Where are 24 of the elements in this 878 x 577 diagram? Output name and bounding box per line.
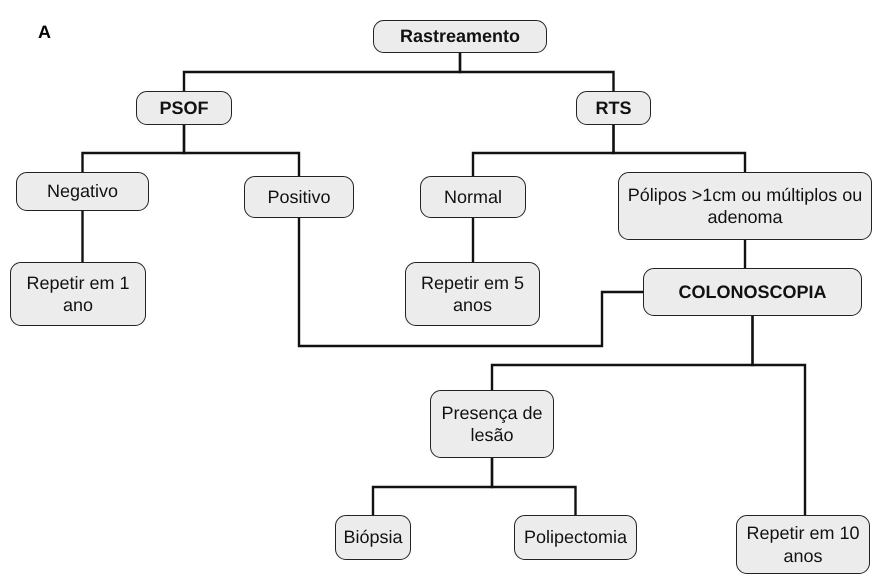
connector-line — [81, 211, 84, 262]
connector-line — [744, 240, 746, 268]
flow-box: Repetir em 10 anos — [736, 515, 870, 574]
flow-box: Repetir em 1 ano — [10, 262, 146, 326]
connector-line — [472, 218, 474, 262]
connector-line — [458, 53, 615, 91]
connector-line — [612, 125, 746, 172]
flow-box: PSOF — [136, 91, 232, 125]
flow-box: Negativo — [16, 172, 149, 211]
flow-box: Rastreamento — [373, 20, 547, 53]
flow-box: Biópsia — [335, 515, 411, 560]
connector-line — [751, 316, 806, 515]
flow-box: RTS — [576, 91, 651, 125]
connector-line — [490, 458, 577, 515]
flow-box: Pólipos >1cm ou múltiplos ou adenoma — [618, 172, 872, 240]
flow-box: COLONOSCOPIA — [643, 268, 862, 316]
flow-box: Polipectomia — [514, 515, 637, 560]
flow-box: Positivo — [244, 176, 354, 218]
connector-line — [298, 218, 643, 348]
panel-letter: A — [38, 22, 51, 43]
flow-box: Repetir em 5 anos — [405, 262, 540, 326]
flow-box: Normal — [420, 176, 526, 218]
connector-line — [182, 125, 300, 176]
flow-box: Presença de lesão — [430, 390, 554, 458]
